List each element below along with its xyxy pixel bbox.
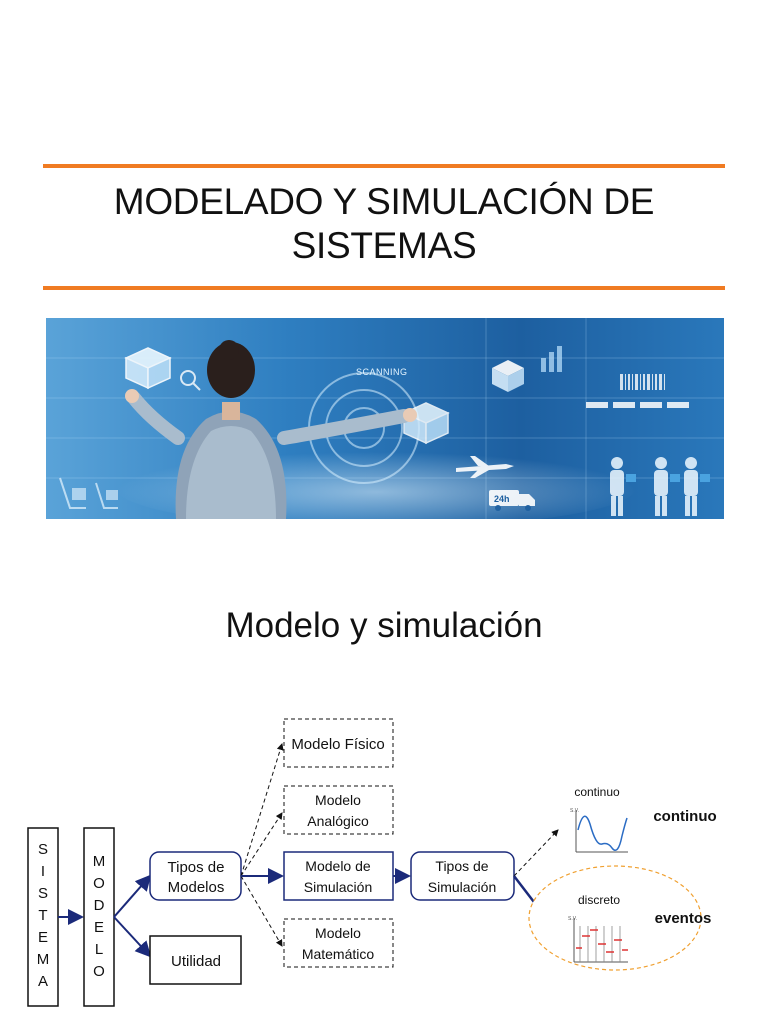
arrow-modelo-tipos	[113, 874, 152, 918]
tipos-modelos-line2: Modelos	[168, 879, 225, 896]
modelo-letter: L	[95, 941, 103, 958]
modelo-matematico-line2: Matemático	[302, 946, 375, 962]
axis-label-2: S.V.	[568, 916, 577, 922]
utilidad-box	[149, 935, 242, 985]
arrow-to-continuo	[513, 829, 559, 877]
discrete-plot-icon: S.V.	[568, 916, 628, 963]
modelo-fisico-label: Modelo Físico	[291, 736, 384, 753]
banner-image: SCANNING	[46, 318, 724, 519]
box-icon-3	[492, 360, 524, 392]
modelo-analogico-line1: Modelo	[315, 792, 361, 808]
box-icon	[124, 347, 172, 390]
slide-title: MODELADO Y SIMULACIÓN DE SISTEMAS	[43, 180, 725, 268]
continuo-label: continuo	[653, 808, 716, 825]
tipos-modelos-line1: Tipos de	[168, 859, 225, 876]
diagram-title: Modelo y simulación	[225, 606, 543, 645]
banner-scanning-text: SCANNING	[356, 367, 408, 377]
woman-figure	[125, 340, 417, 519]
model-simulation-diagram: S I S T E M A M O D E L O Tipos de Model…	[27, 718, 717, 1007]
arrow-modelo-utilidad	[113, 916, 152, 958]
modelo-letter: O	[93, 963, 105, 980]
slide-title-line2: SISTEMAS	[291, 225, 477, 266]
modelo-matematico-line1: Modelo	[315, 925, 361, 941]
tipos-simulacion-line2: Simulación	[428, 879, 496, 895]
modelo-simulacion-box	[283, 851, 394, 901]
continuo-caption: continuo	[574, 785, 620, 799]
sistema-letter: M	[37, 951, 50, 968]
bottom-orange-rule	[43, 286, 725, 290]
axis-label: S.V.	[570, 808, 579, 814]
modelo-simulacion-line2: Simulación	[304, 879, 372, 895]
arrow-to-fisico	[240, 743, 284, 877]
modelo-letter: O	[93, 875, 105, 892]
magnifier-icon	[180, 370, 201, 391]
arrow-to-matematico	[240, 875, 283, 947]
modelo-letter: D	[94, 897, 105, 914]
box-icon-2	[402, 402, 450, 445]
airplane-icon	[456, 456, 514, 478]
arrow-to-analogico	[240, 812, 283, 877]
tipos-simulacion-line1: Tipos de	[435, 858, 488, 874]
sistema-box	[27, 827, 59, 1007]
sistema-letter: I	[41, 863, 45, 880]
modelo-box	[83, 827, 115, 1007]
banner-24h-text: 24h	[494, 494, 510, 504]
truck-icon	[489, 490, 535, 511]
top-orange-rule	[43, 164, 725, 168]
sistema-letter: T	[38, 907, 47, 924]
modelo-simulacion-line1: Modelo de	[305, 858, 371, 874]
modelo-letter: M	[93, 853, 106, 870]
sistema-letter: S	[38, 885, 48, 902]
modelo-analogico-box	[283, 785, 394, 835]
slide-title-line1: MODELADO Y SIMULACIÓN DE	[113, 181, 655, 222]
sistema-letter: A	[38, 973, 48, 990]
modelo-letter: E	[94, 919, 104, 936]
modelo-analogico-line2: Analógico	[307, 813, 369, 829]
title-slide: MODELADO Y SIMULACIÓN DE SISTEMAS	[43, 164, 725, 519]
discreto-highlight	[528, 865, 702, 971]
modelo-matematico-box	[283, 918, 394, 968]
sistema-letter: S	[38, 841, 48, 858]
sistema-letter: E	[38, 929, 48, 946]
barcode-icon	[620, 374, 665, 390]
discreto-caption: discreto	[578, 893, 620, 907]
eventos-label: eventos	[655, 910, 712, 927]
utilidad-label: Utilidad	[171, 953, 221, 970]
workers-icon	[610, 457, 698, 516]
modelo-fisico-box	[283, 718, 394, 768]
continuous-plot-icon: S.V.	[570, 808, 628, 853]
